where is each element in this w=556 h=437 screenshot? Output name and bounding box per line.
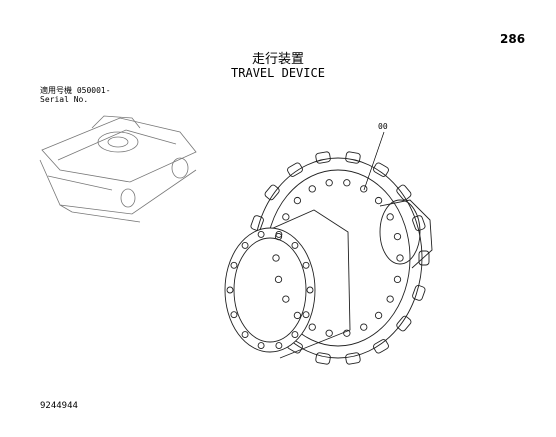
ring-bolt (387, 296, 393, 302)
sprocket-tooth (419, 251, 429, 265)
sprocket-tooth (315, 151, 331, 163)
sprocket-tooth (345, 151, 361, 163)
sprocket-tooth (396, 315, 413, 332)
ring-bolt (309, 324, 315, 330)
ring-bolt (361, 324, 367, 330)
hub-face (225, 228, 315, 352)
ring-bolt (326, 180, 332, 186)
ring-bolt (394, 233, 400, 239)
sprocket-tooth (396, 184, 413, 201)
travel-device-illustration (225, 151, 432, 364)
ring-bolt (397, 255, 403, 261)
machine-overview-illustration (40, 116, 196, 222)
drawing-number-label: 9244944 (40, 401, 78, 411)
ring-bolt (309, 186, 315, 192)
ring-bolt (375, 197, 381, 203)
ring-bolt (344, 180, 350, 186)
sprocket-tooth (345, 352, 361, 364)
ring-bolt (294, 197, 300, 203)
ring-bolt (326, 330, 332, 336)
sprocket-tooth (372, 339, 389, 355)
sprocket-tooth (264, 184, 281, 201)
sprocket-tooth (315, 352, 331, 364)
sprocket-tooth (372, 162, 389, 178)
ring-bolt (375, 312, 381, 318)
sprocket-tooth (286, 162, 303, 178)
ring-bolt (387, 214, 393, 220)
ring-bolt (283, 214, 289, 220)
ring-bolt (361, 186, 367, 192)
ring-bolt (394, 276, 400, 282)
